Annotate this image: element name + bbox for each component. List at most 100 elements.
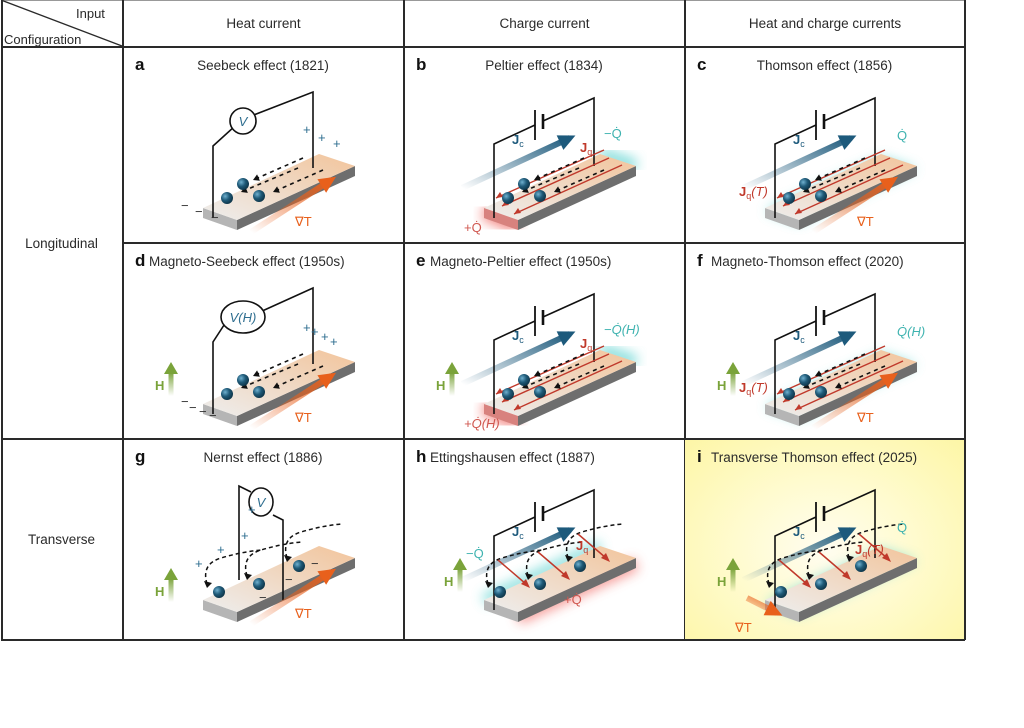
electron-path-dashed <box>533 353 585 377</box>
grid-line <box>684 0 686 640</box>
slab-top <box>765 154 917 220</box>
magnetic-field-label: H <box>717 574 726 589</box>
electron-path-curved <box>284 523 342 559</box>
electron-path-curved <box>485 549 543 585</box>
positive-charge: + <box>318 130 326 145</box>
effect-title: Thomson effect (1856) <box>756 58 893 73</box>
panel-letter: h <box>416 447 427 466</box>
charge-current-arrow <box>460 527 572 583</box>
heat-current-label: Jq(T) <box>739 380 768 397</box>
circuit-wire <box>823 488 876 558</box>
magnetic-field-arrowhead <box>164 568 178 580</box>
circuit-wire <box>259 286 314 364</box>
circuit-wire <box>774 516 817 610</box>
hot-end-face <box>484 404 518 426</box>
electron <box>221 388 233 400</box>
charge-current-label: Jc <box>512 328 524 345</box>
temperature-gradient-arrowhead <box>317 372 337 389</box>
arrowhead <box>565 555 573 562</box>
heat-current-line <box>782 157 891 207</box>
heat-current-line <box>794 360 904 411</box>
corner-input-label: Input <box>76 6 105 21</box>
negative-charge: − <box>211 210 219 225</box>
electron <box>799 178 811 190</box>
magnetic-field-arrowhead <box>453 558 467 570</box>
electron <box>213 586 225 598</box>
panel-letter: e <box>416 251 426 270</box>
slab-front <box>203 404 237 426</box>
electron-path-dashed <box>521 363 580 389</box>
heat-current-line <box>794 164 904 215</box>
temperature-gradient-label: ∇T <box>294 214 312 229</box>
effect-diagram: V+++−−−∇T <box>181 90 355 235</box>
electron <box>253 386 265 398</box>
positive-charge: + <box>311 324 319 339</box>
positive-charge: + <box>303 122 311 137</box>
heat-current-label: Jq(T) <box>739 184 768 201</box>
electron <box>775 586 787 598</box>
magnetic-field-label: H <box>155 378 164 393</box>
heat-current-line <box>513 164 623 215</box>
slab-side <box>518 558 636 622</box>
heat-current-arrowhead <box>496 192 503 198</box>
circuit-wire <box>823 96 876 166</box>
arrowhead <box>253 370 260 377</box>
charge-current-arrow <box>741 135 853 191</box>
slab-top <box>484 546 636 612</box>
arrowhead <box>525 573 533 580</box>
electron <box>253 190 265 202</box>
positive-charge: + <box>333 136 341 151</box>
electron-path-curved <box>565 523 623 559</box>
column-header-heat-and-charge: Heat and charge currents <box>748 16 902 31</box>
positive-charge: + <box>330 334 338 349</box>
column-header-heat-current: Heat current <box>226 16 301 31</box>
electron-path-dashed <box>521 167 580 193</box>
electron <box>574 560 586 572</box>
circuit-wire <box>542 488 595 558</box>
effect-title: Magneto-Seebeck effect (1950s) <box>149 254 345 269</box>
circuit-wire <box>212 125 236 218</box>
positive-charge: + <box>241 528 249 543</box>
electron-path-dashed <box>834 169 886 193</box>
heat-absorbed-label: −Q̇ <box>604 126 622 141</box>
hot-end-face <box>484 208 518 230</box>
charge-current-label: Jc <box>793 132 805 149</box>
grid-line <box>122 0 124 640</box>
arrowhead <box>815 370 822 377</box>
temperature-gradient-arrowhead <box>879 372 899 389</box>
temperature-gradient-arrowhead <box>317 568 337 585</box>
temperature-gradient-arrowhead <box>317 176 337 193</box>
grid-line <box>1 46 965 48</box>
voltmeter-label: V <box>239 114 249 129</box>
heat-current-line <box>501 157 610 207</box>
temperature-gradient-label: ∇T <box>294 606 312 621</box>
arrowhead <box>846 555 854 562</box>
grid-line <box>403 0 405 640</box>
heat-current-arrowhead <box>882 553 891 562</box>
negative-charge: − <box>259 590 267 605</box>
heat-released-label: +Q̇ <box>464 220 482 235</box>
temperature-gradient-arrowhead <box>879 176 899 193</box>
electron <box>534 578 546 590</box>
positive-charge: + <box>321 329 329 344</box>
voltmeter <box>229 107 257 135</box>
effect-title: Peltier effect (1834) <box>485 58 603 73</box>
temperature-gradient-arrow <box>811 177 895 235</box>
circuit-wire <box>493 516 536 610</box>
arrowhead <box>554 186 561 193</box>
charge-current-arrowhead <box>556 331 576 346</box>
heat-current-label: Jq <box>580 336 592 353</box>
electron-path-dashed <box>240 167 299 193</box>
electron-path-dashed <box>553 169 605 193</box>
heat-current-label: Jq <box>576 538 588 555</box>
electron-path-curved <box>244 541 302 577</box>
grid-line <box>1 0 3 640</box>
arrowhead <box>273 382 280 389</box>
electron-path-curved <box>846 523 904 559</box>
charge-current-arrowhead <box>837 331 857 346</box>
heat-current-line <box>513 360 623 411</box>
heat-current-line <box>501 353 610 403</box>
